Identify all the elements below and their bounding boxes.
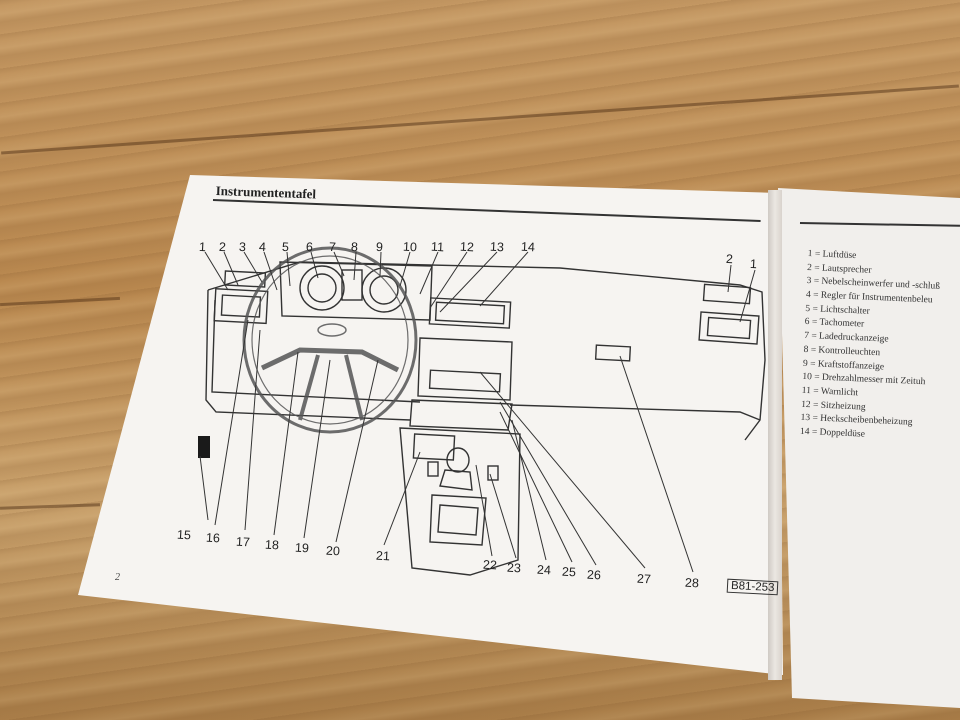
callout-label: 25 [561, 564, 577, 580]
callout-label: 27 [636, 571, 652, 587]
callout-label: 16 [205, 530, 221, 546]
callout-label: 21 [375, 548, 391, 564]
callout-label: 6 [305, 239, 314, 255]
callout-label: 24 [536, 562, 552, 578]
legend-list: 1 = Luftdüse 2 = Lautsprecher 3 = Nebels… [800, 248, 960, 446]
callout-label: 2 [218, 239, 227, 255]
callout-label: 26 [586, 567, 602, 583]
callout-label: 15 [176, 527, 192, 543]
callout-label: 19 [294, 540, 310, 556]
callout-label: 10 [402, 239, 418, 255]
callout-label: 28 [684, 575, 700, 591]
callout-label: 20 [325, 543, 341, 559]
callout-label: 1 [198, 239, 207, 255]
manual-left-page [78, 175, 783, 675]
callout-label: 13 [489, 239, 505, 255]
callout-label: 4 [258, 239, 267, 255]
callout-label: 11 [430, 239, 445, 255]
callout-label: 17 [235, 534, 251, 550]
callout-label: 18 [264, 537, 280, 553]
figure-code: B81-253 [726, 578, 779, 596]
callout-label: 8 [350, 239, 359, 255]
callout-label: 22 [482, 557, 498, 573]
callout-label: 5 [281, 239, 290, 255]
manual-right-page [778, 188, 960, 708]
callout-label: 1 [749, 256, 758, 272]
callout-label: 3 [238, 239, 247, 255]
callout-label: 12 [459, 239, 475, 255]
callout-label: 2 [725, 251, 734, 267]
page-number: 2 [115, 572, 120, 583]
callout-label: 14 [520, 239, 536, 255]
book-gutter [768, 190, 782, 680]
callout-label: 7 [328, 239, 337, 255]
callout-label: 23 [506, 560, 522, 576]
callout-label: 9 [375, 239, 384, 255]
